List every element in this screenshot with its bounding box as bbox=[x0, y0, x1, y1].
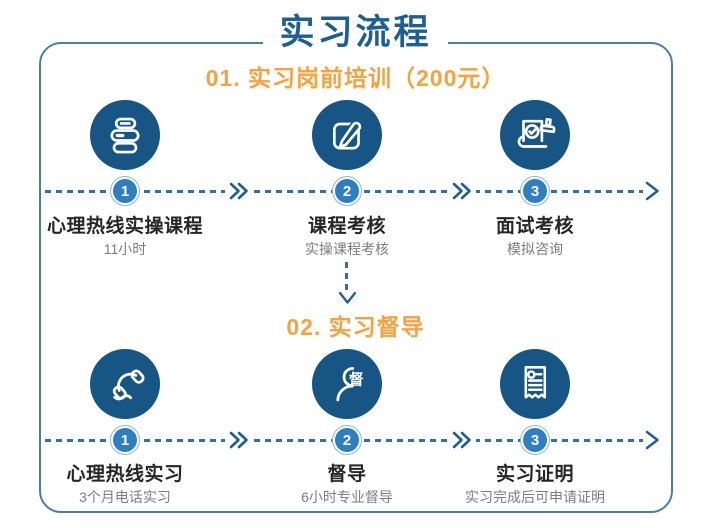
step-number-badge: 3 bbox=[520, 425, 550, 455]
step-number-badge: 3 bbox=[520, 176, 550, 206]
step-label: 督导 bbox=[327, 464, 367, 485]
step-label: 实习证明 bbox=[495, 464, 574, 485]
step-number-badge: 2 bbox=[332, 176, 362, 206]
double-chevron-icon bbox=[225, 431, 253, 449]
step-label: 心理热线实操课程 bbox=[46, 216, 203, 237]
supervisor-icon: 督 bbox=[336, 367, 364, 402]
double-chevron-icon bbox=[448, 431, 476, 449]
step-label: 心理热线实习 bbox=[66, 464, 184, 485]
books-icon bbox=[110, 117, 140, 154]
section-2-heading: 02. 实习督导 bbox=[286, 314, 425, 340]
step-number: 1 bbox=[113, 428, 137, 452]
certificate-icon bbox=[524, 366, 547, 399]
step-label: 面试考核 bbox=[495, 216, 574, 237]
arrow-end-icon bbox=[643, 430, 662, 450]
step-sublabel: 实操课程考核 bbox=[305, 241, 389, 257]
step-circle bbox=[90, 100, 160, 170]
step-number: 3 bbox=[523, 179, 547, 203]
step-circle: 督 bbox=[312, 349, 382, 419]
step-sublabel: 3个月电话实习 bbox=[79, 489, 171, 505]
step-sublabel: 11小时 bbox=[103, 241, 147, 257]
step-number: 2 bbox=[335, 179, 359, 203]
page-title: 实习流程 bbox=[263, 4, 448, 55]
document-stamp-icon bbox=[517, 117, 556, 148]
double-chevron-icon bbox=[225, 182, 253, 200]
phone-icon bbox=[112, 369, 145, 401]
step-number-badge: 1 bbox=[110, 425, 140, 455]
edit-pencil-icon bbox=[333, 119, 362, 150]
double-chevron-icon bbox=[448, 182, 476, 200]
step-circle bbox=[90, 349, 160, 419]
arrow-end-icon bbox=[643, 181, 662, 201]
step-label: 课程考核 bbox=[307, 216, 386, 237]
step-circle bbox=[500, 100, 570, 170]
step-sublabel: 模拟咨询 bbox=[507, 241, 563, 257]
step-number: 3 bbox=[523, 428, 547, 452]
chevron-down-icon bbox=[338, 291, 357, 310]
step-sublabel: 实习完成后可申请证明 bbox=[465, 489, 605, 505]
step-number: 1 bbox=[113, 179, 137, 203]
step-number-badge: 1 bbox=[110, 176, 140, 206]
step-number: 2 bbox=[335, 428, 359, 452]
page-title-wrap: 实习流程 bbox=[0, 4, 711, 55]
step-circle bbox=[500, 349, 570, 419]
section-1-heading: 01. 实习岗前培训（200元） bbox=[205, 65, 506, 91]
step-sublabel: 6小时专业督导 bbox=[301, 489, 393, 505]
step-number-badge: 2 bbox=[332, 425, 362, 455]
step-circle bbox=[312, 100, 382, 170]
supervisor-char: 督 bbox=[349, 371, 364, 389]
vertical-dashed-connector bbox=[345, 262, 348, 294]
